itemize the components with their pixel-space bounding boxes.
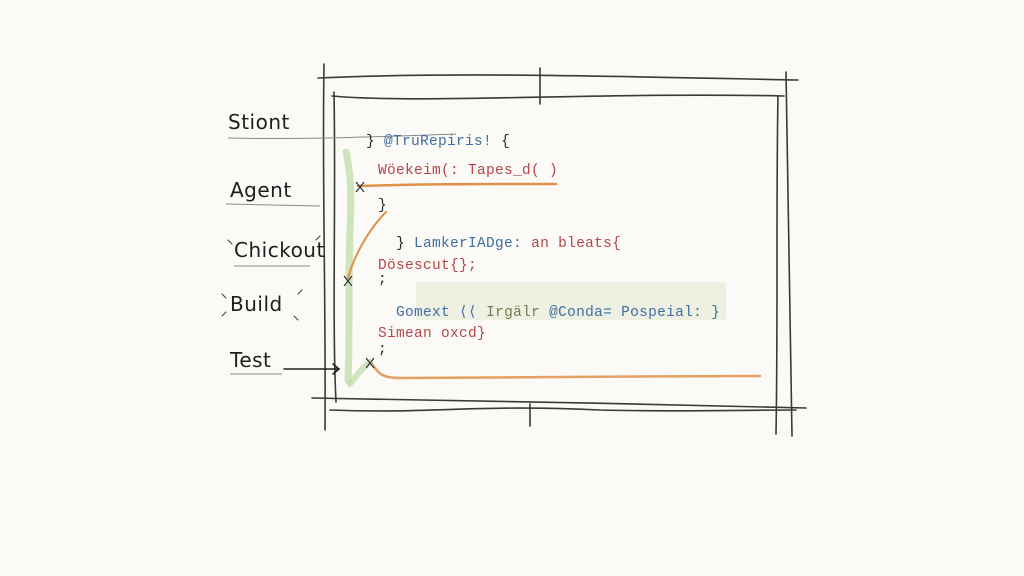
tick-build-b bbox=[297, 289, 303, 295]
stage-label-checkout[interactable]: Chickout bbox=[234, 238, 325, 262]
stage-underline-1 bbox=[227, 133, 457, 140]
code-brace: { bbox=[492, 134, 511, 150]
code-line-2[interactable]: Wöekeim(: Tapes_d( ) bbox=[378, 163, 559, 179]
stage-label-test[interactable]: Test bbox=[230, 348, 272, 372]
code-highlight-block bbox=[416, 282, 726, 320]
green-flow-branch bbox=[347, 359, 373, 387]
test-arrow-head bbox=[332, 363, 341, 375]
code-brace: } bbox=[396, 236, 415, 252]
code-token: @TruRepiris! bbox=[384, 134, 493, 150]
node-marker-2 bbox=[343, 275, 353, 287]
frame-top-inner bbox=[331, 94, 785, 100]
frame-top-outer bbox=[317, 74, 799, 81]
code-highlight-token: Irgälr bbox=[486, 305, 541, 321]
frame-right-outer bbox=[785, 71, 793, 437]
frame-right-inner bbox=[775, 95, 779, 435]
code-line-1[interactable]: } @TruRepiris! { bbox=[348, 118, 510, 150]
frame-bottom-inner bbox=[329, 407, 797, 412]
code-token: LamkerIADge: bbox=[414, 236, 523, 252]
stage-label-start[interactable]: Stiont bbox=[228, 110, 290, 134]
green-flow-band bbox=[342, 148, 355, 384]
frame-left-inner bbox=[333, 91, 337, 403]
code-line-5[interactable]: Dösescut{}; bbox=[378, 258, 478, 274]
frame-bottom-outer bbox=[311, 397, 807, 409]
code-line-6[interactable]: ; bbox=[378, 272, 388, 288]
tick-build-a bbox=[221, 293, 227, 299]
stage-label-agent[interactable]: Agent bbox=[230, 178, 292, 202]
code-line-8[interactable]: Simean oxcd} bbox=[378, 326, 487, 342]
orange-flow-curve bbox=[347, 211, 387, 279]
code-line-3[interactable]: } bbox=[378, 198, 388, 214]
code-brace: } bbox=[366, 134, 385, 150]
orange-flow-bottom bbox=[370, 362, 762, 380]
code-token: an bleats{ bbox=[522, 236, 622, 252]
orange-flow-top bbox=[356, 182, 558, 188]
code-token: Gomext ⟨⟨ bbox=[396, 305, 487, 321]
node-marker-3 bbox=[365, 357, 375, 369]
tick-chickout-b bbox=[315, 235, 321, 241]
frame-left-outer bbox=[322, 63, 326, 431]
code-token: @Conda= Pospeial: } bbox=[540, 305, 721, 321]
tick-chickout-a bbox=[227, 239, 233, 245]
stage-underline-2 bbox=[225, 203, 321, 207]
tick-build-d bbox=[293, 315, 299, 321]
code-line-9[interactable]: ; bbox=[378, 342, 388, 358]
node-marker-1 bbox=[355, 181, 365, 193]
code-line-7[interactable]: Gomext ⟨⟨ Irgälr @Conda= Pospeial: } bbox=[378, 288, 720, 321]
tick-build-c bbox=[221, 311, 227, 317]
code-line-4[interactable]: } LamkerIADge: an bleats{ bbox=[378, 220, 621, 252]
stage-label-build[interactable]: Build bbox=[230, 292, 283, 316]
